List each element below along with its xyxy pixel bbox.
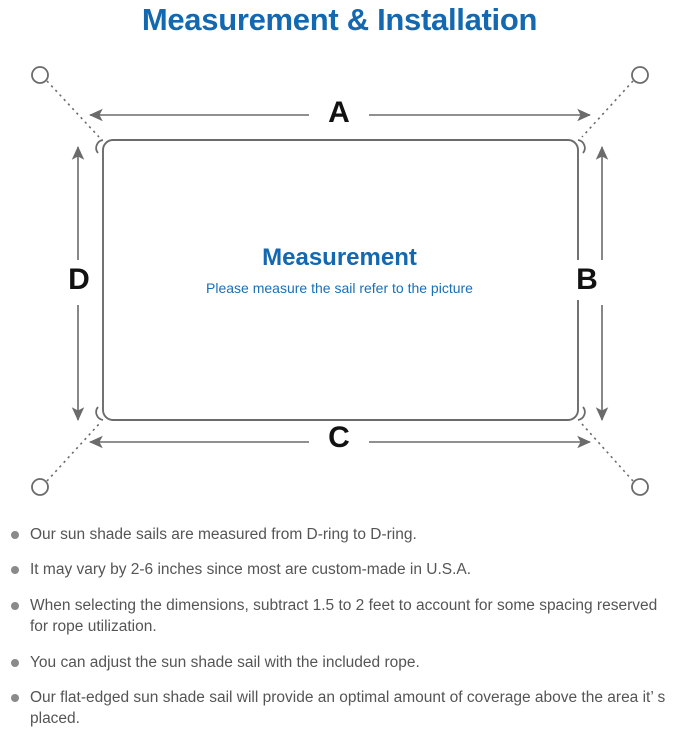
anchor-point-bottom-left — [31, 478, 49, 496]
bullet-icon — [11, 601, 19, 610]
notes-list: Our sun shade sails are measured from D-… — [0, 524, 679, 744]
rope-line-top-left — [46, 80, 100, 138]
d-ring-bottom-left — [95, 406, 104, 421]
bullet-icon — [11, 531, 19, 539]
list-item-text: When selecting the dimensions, subtract … — [30, 596, 658, 636]
dimension-label-a: A — [309, 96, 369, 130]
list-item: Our sun shade sails are measured from D-… — [0, 524, 679, 545]
measurement-diagram: Measurement Please measure the sail refe… — [0, 52, 679, 512]
list-item: It may vary by 2-6 inches since most are… — [0, 559, 679, 580]
bullet-icon — [11, 658, 19, 667]
sail-measurement-label: Measurement — [262, 244, 417, 271]
d-ring-bottom-right — [577, 406, 586, 421]
list-item-text: It may vary by 2-6 inches since most are… — [30, 561, 472, 579]
list-item: Our flat-edged sun shade sail will provi… — [0, 687, 679, 730]
d-ring-top-right — [577, 139, 586, 154]
rope-line-top-right — [581, 80, 634, 138]
dimension-label-d: D — [62, 260, 96, 300]
bullet-icon — [11, 566, 19, 575]
page-title: Measurement & Installation — [141, 2, 538, 37]
anchor-point-bottom-right — [631, 478, 649, 496]
list-item-text: Our flat-edged sun shade sail will provi… — [30, 688, 666, 728]
list-item: You can adjust the sun shade sail with t… — [0, 652, 679, 673]
list-item: When selecting the dimensions, subtract … — [0, 595, 679, 638]
list-item-text: You can adjust the sun shade sail with t… — [30, 653, 420, 671]
anchor-point-top-left — [31, 66, 49, 84]
dimension-label-b: B — [570, 260, 604, 300]
rope-line-bottom-left — [46, 423, 100, 482]
sail-measurement-sublabel: Please measure the sail refer to the pic… — [206, 280, 473, 296]
list-item-text: Our sun shade sails are measured from D-… — [30, 526, 417, 543]
d-ring-top-left — [95, 139, 104, 154]
dimension-label-c: C — [309, 421, 369, 455]
bullet-icon — [11, 693, 19, 702]
anchor-point-top-right — [631, 66, 649, 84]
diagram-svg — [31, 66, 649, 496]
rope-line-bottom-right — [581, 423, 634, 482]
